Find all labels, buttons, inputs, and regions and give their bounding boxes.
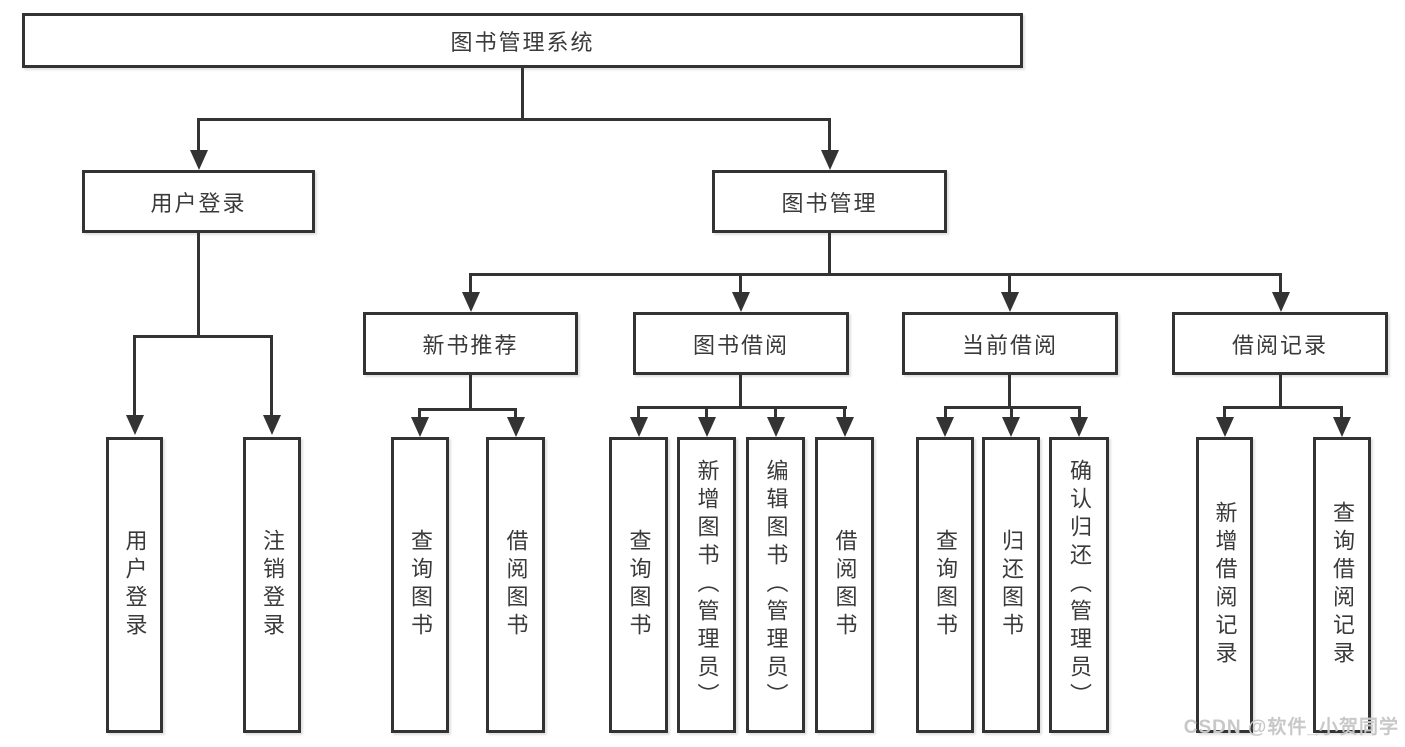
arrow-down-icon <box>1216 417 1234 437</box>
connector-hline <box>418 408 516 411</box>
connector-vline <box>1010 406 1013 417</box>
arrow-down-icon <box>126 415 144 435</box>
leaf-return-book: 归还图书 <box>982 437 1040 733</box>
node-borrowing-records: 借阅记录 <box>1172 312 1388 375</box>
leaf-borrow-books-borrowing: 借阅图书 <box>815 437 874 733</box>
arrow-down-icon <box>732 292 750 312</box>
connector-vline <box>1279 273 1282 294</box>
connector-vline <box>469 273 472 294</box>
connector-hline <box>133 335 273 338</box>
leaf-query-books-borrowing: 查询图书 <box>609 437 668 733</box>
connector-hline <box>637 406 847 409</box>
connector-vline <box>1008 375 1011 406</box>
connector-hline <box>197 118 831 121</box>
leaf-query-borrow-record: 查询借阅记录 <box>1313 437 1371 733</box>
leaf-user-login: 用户登录 <box>106 437 163 733</box>
leaf-confirm-return-admin: 确认归还（管理员） <box>1049 437 1109 733</box>
node-current-borrowing: 当前借阅 <box>902 312 1118 375</box>
arrow-down-icon <box>630 417 648 437</box>
connector-vline <box>774 406 777 417</box>
node-library-management-system: 图书管理系统 <box>22 13 1023 68</box>
leaf-query-books-recommend: 查询图书 <box>391 437 449 733</box>
arrow-down-icon <box>936 417 954 437</box>
connector-hline <box>469 273 1282 276</box>
connector-vline <box>1223 406 1226 417</box>
connector-vline <box>133 335 136 417</box>
arrow-down-icon <box>507 417 525 437</box>
arrow-down-icon <box>1333 417 1351 437</box>
connector-vline <box>197 233 200 335</box>
arrow-down-icon <box>1001 292 1019 312</box>
leaf-add-book-admin: 新增图书（管理员） <box>677 437 736 733</box>
connector-vline <box>418 408 421 419</box>
node-new-book-recommendation: 新书推荐 <box>363 312 578 375</box>
connector-vline <box>197 118 200 151</box>
connector-vline <box>739 375 742 406</box>
connector-vline <box>469 375 472 408</box>
arrow-down-icon <box>462 292 480 312</box>
connector-vline <box>739 273 742 294</box>
arrow-down-icon <box>767 417 785 437</box>
leaf-borrow-books-recommend: 借阅图书 <box>486 437 545 733</box>
leaf-add-borrow-record: 新增借阅记录 <box>1196 437 1253 733</box>
arrow-down-icon <box>263 415 281 435</box>
connector-vline <box>828 233 831 273</box>
connector-vline <box>521 68 524 121</box>
node-book-management: 图书管理 <box>712 170 947 233</box>
connector-vline <box>1008 273 1011 294</box>
leaf-edit-book-admin: 编辑图书（管理员） <box>746 437 805 733</box>
connector-vline <box>1279 375 1282 406</box>
connector-vline <box>270 335 273 417</box>
connector-vline <box>637 406 640 417</box>
arrow-down-icon <box>1002 417 1020 437</box>
connector-vline <box>1340 406 1343 417</box>
arrow-down-icon <box>836 417 854 437</box>
arrow-down-icon <box>190 150 208 170</box>
arrow-down-icon <box>821 150 839 170</box>
node-user-login: 用户登录 <box>82 170 315 233</box>
watermark: CSDN @软件_小贺同学 <box>1183 717 1399 738</box>
connector-hline <box>1223 406 1343 409</box>
connector-vline <box>705 406 708 417</box>
arrow-down-icon <box>698 417 716 437</box>
leaf-logout: 注销登录 <box>243 437 301 733</box>
arrow-down-icon <box>1272 292 1290 312</box>
arrow-down-icon <box>411 417 429 437</box>
connector-vline <box>514 408 517 419</box>
connector-vline <box>828 118 831 151</box>
connector-vline <box>1078 406 1081 417</box>
connector-vline <box>843 406 846 417</box>
connector-vline <box>944 406 947 417</box>
arrow-down-icon <box>1070 417 1088 437</box>
node-book-borrowing: 图书借阅 <box>633 312 849 375</box>
leaf-query-books-current: 查询图书 <box>916 437 974 733</box>
